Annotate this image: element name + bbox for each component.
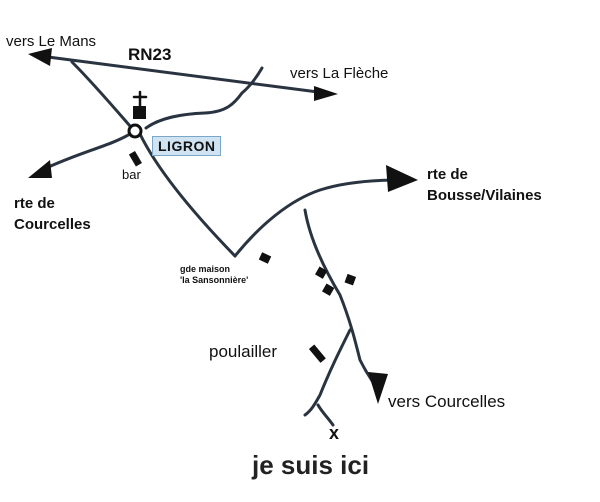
church-building <box>133 106 146 119</box>
arrow-le-mans-icon <box>28 48 52 66</box>
road-to-sansonniere <box>138 132 237 258</box>
henhouse-building <box>308 344 326 363</box>
arrow-courcelles-west-icon <box>28 160 52 178</box>
label-ligron: LIGRON <box>152 136 222 156</box>
arrow-courcelles-south-icon <box>368 372 388 404</box>
label-gde-maison: gde maison 'la Sansonnière' <box>180 264 249 285</box>
lane-end <box>316 403 335 427</box>
arrow-bousse-icon <box>386 165 418 192</box>
label-rte-courcelles: rte de Courcelles <box>14 195 91 233</box>
label-rte-bousse-vilaines: rte de Bousse/Vilaines <box>427 166 542 204</box>
sansonniere-building <box>258 252 272 264</box>
building-3 <box>322 283 335 296</box>
bar-building <box>128 150 142 167</box>
road-north-loop <box>144 66 264 130</box>
church-cross-icon <box>132 90 148 108</box>
arrow-la-fleche-icon <box>314 86 338 101</box>
road-bousse <box>233 178 402 258</box>
road-courcelles-west <box>40 132 132 172</box>
label-rn23: RN23 <box>128 45 172 64</box>
building-2 <box>344 273 357 286</box>
road-south <box>303 208 377 387</box>
road-to-village <box>70 60 132 128</box>
building-1 <box>315 266 328 279</box>
label-je-suis-ici: je suis ici <box>252 450 370 480</box>
label-bar: bar <box>122 167 141 182</box>
label-vers-courcelles: vers Courcelles <box>388 392 506 411</box>
label-vers-la-fleche: vers La Flèche <box>290 65 389 82</box>
label-vers-le-mans: vers Le Mans <box>6 33 97 50</box>
destination-x-mark: x <box>329 423 340 443</box>
rn23-road <box>46 55 320 94</box>
label-poulailler: poulailler <box>209 342 278 361</box>
road-to-destination <box>303 328 352 417</box>
roundabout-icon <box>127 123 143 139</box>
